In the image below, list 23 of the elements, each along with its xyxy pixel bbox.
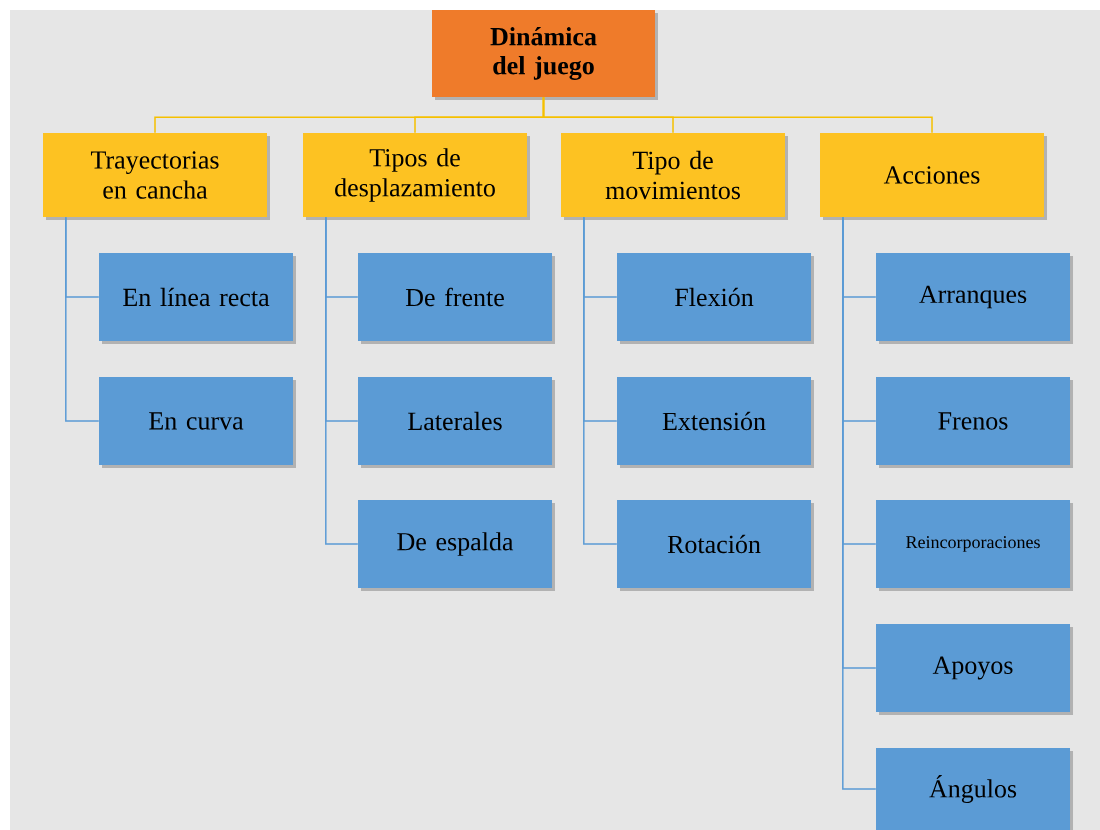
- connector-line: [542, 96, 933, 134]
- item-box: Arranques: [876, 253, 1073, 344]
- connector-line: [65, 216, 100, 422]
- item-box: En curva: [99, 377, 296, 468]
- connector-line: [583, 216, 618, 545]
- connector-line: [842, 216, 877, 790]
- item-box: Apoyos: [876, 624, 1073, 715]
- item-box: Laterales: [358, 377, 555, 468]
- title-box: Dinámica del juego: [432, 10, 658, 100]
- category-box: Trayectorias en cancha: [43, 133, 270, 220]
- category-box: Acciones: [820, 133, 1047, 220]
- item-box: Reincorporaciones: [876, 500, 1073, 591]
- category-box: Tipos de desplazamiento: [303, 133, 530, 220]
- item-box: Ángulos: [876, 748, 1073, 830]
- item-box: Frenos: [876, 377, 1073, 468]
- item-box: En línea recta: [99, 253, 296, 344]
- item-box: Flexión: [617, 253, 814, 344]
- connector-line: [325, 216, 359, 545]
- item-box: De espalda: [358, 500, 555, 591]
- category-box: Tipo de movimientos: [561, 133, 788, 220]
- item-box: De frente: [358, 253, 555, 344]
- item-box: Extensión: [617, 377, 814, 468]
- item-box: Rotación: [617, 500, 814, 591]
